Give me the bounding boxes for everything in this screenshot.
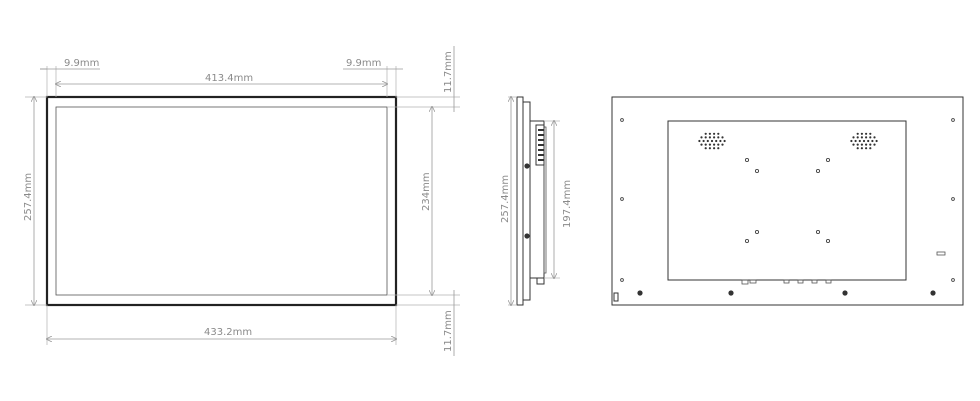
grille-hole [856, 132, 859, 135]
grille-hole [708, 147, 712, 150]
grille-hole [704, 147, 707, 150]
grille-hole [865, 143, 868, 146]
grille-hole [865, 147, 868, 150]
grille-hole [860, 136, 864, 139]
front-outer-frame [45, 95, 398, 307]
grille-hole [704, 136, 707, 139]
grille-hole [704, 143, 707, 146]
grille-hole [860, 147, 864, 150]
grille-hole [715, 139, 718, 143]
grille-hole [717, 132, 720, 135]
grille-hole [717, 136, 720, 139]
rear-label-tag [936, 251, 946, 256]
grille-hole [873, 143, 876, 146]
grille-hole [865, 132, 868, 135]
grille-hole [858, 139, 861, 143]
grille-hole [871, 139, 874, 143]
rear-power-switch [613, 292, 619, 302]
grille-hole [854, 139, 857, 143]
grille-hole [723, 139, 726, 143]
grille-hole [875, 139, 878, 143]
rear-speaker-grille-right [850, 132, 878, 150]
grille-hole [867, 139, 870, 143]
label-total-height: 257.4mm [23, 173, 34, 221]
grille-hole [700, 143, 703, 146]
side-body [522, 101, 531, 301]
grille-hole [708, 143, 712, 146]
grille-hole [708, 132, 712, 135]
side-bottom-foot [536, 277, 545, 285]
grille-hole [719, 139, 722, 143]
grille-hole [869, 143, 872, 146]
grille-hole [856, 143, 859, 146]
grille-hole [869, 132, 872, 135]
label-left-bezel: 9.9mm [64, 58, 99, 69]
front-screen-area [55, 106, 388, 296]
side-view: 257.4mm 197.4mm [500, 97, 573, 305]
grille-hole [698, 139, 701, 143]
side-screw-top [524, 163, 530, 169]
grille-hole [873, 136, 876, 139]
label-bottom-bezel: 11.7mm [443, 310, 454, 352]
grille-hole [860, 143, 864, 146]
grille-hole [713, 147, 716, 150]
grille-hole [708, 136, 712, 139]
grille-hole [869, 136, 872, 139]
side-screw-bottom [524, 233, 530, 239]
grille-hole [717, 147, 720, 150]
rear-speaker-grille-left [698, 132, 726, 150]
grille-hole [713, 143, 716, 146]
side-front-panel [516, 96, 524, 306]
front-view: 9.9mm 9.9mm 413.4mm 433.2mm 257.4mm 234m… [23, 46, 460, 356]
grille-hole [704, 132, 707, 135]
grille-hole [856, 147, 859, 150]
label-inner-height: 234mm [421, 172, 432, 211]
label-total-width: 433.2mm [204, 327, 252, 338]
grille-hole [702, 139, 705, 143]
rear-connector-row [741, 279, 832, 285]
grille-hole [713, 132, 716, 135]
grille-hole [856, 136, 859, 139]
side-label-total-height: 257.4mm [500, 175, 511, 223]
label-top-bezel: 11.7mm [443, 51, 454, 93]
vesa-hole [744, 157, 750, 163]
grille-hole [860, 132, 864, 135]
grille-hole [721, 143, 724, 146]
grille-hole [869, 147, 872, 150]
side-label-bracket-height: 197.4mm [562, 180, 573, 228]
rear-outer-frame [611, 96, 964, 306]
grille-hole [706, 139, 709, 143]
grille-hole [700, 136, 703, 139]
label-inner-width: 413.4mm [205, 73, 253, 84]
grille-hole [713, 136, 716, 139]
side-button-cluster [535, 124, 545, 166]
grille-hole [852, 143, 855, 146]
grille-hole [717, 143, 720, 146]
rear-view [611, 96, 964, 306]
rear-screw [637, 290, 643, 296]
grille-hole [862, 139, 866, 143]
grille-hole [850, 139, 853, 143]
grille-hole [852, 136, 855, 139]
grille-hole [710, 139, 714, 143]
grille-hole [865, 136, 868, 139]
grille-hole [721, 136, 724, 139]
label-right-bezel: 9.9mm [346, 58, 381, 69]
